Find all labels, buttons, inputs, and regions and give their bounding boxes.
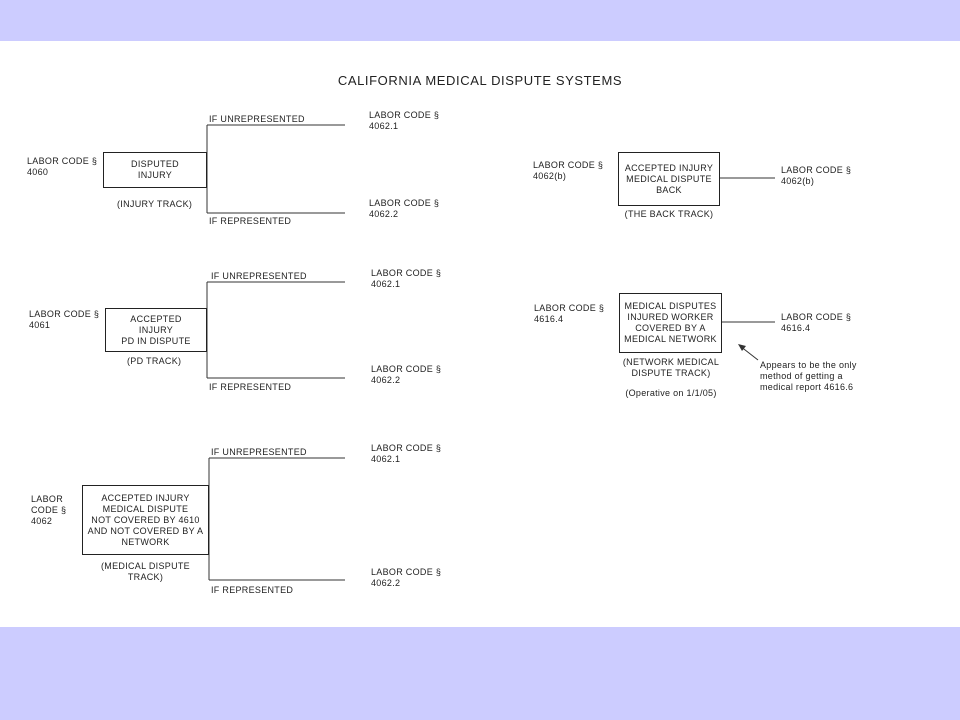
track2-upper-branch-label: IF UNREPRESENTED — [211, 271, 307, 281]
track1-upper-target-line2: 4062.1 — [369, 121, 399, 131]
track1-source-line2: 4060 — [27, 167, 49, 177]
track3-upper-target-line1: LABOR CODE § — [371, 443, 442, 453]
track2-caption: (PD TRACK) — [127, 356, 182, 366]
track2-source-line1: LABOR CODE § — [29, 309, 100, 319]
track2-lower-target: LABOR CODE § 4062.2 — [371, 364, 441, 386]
track3-upper-target: LABOR CODE § 4062.1 — [371, 443, 441, 465]
network-track-caption-line1: (NETWORK MEDICAL — [622, 357, 720, 367]
annotation-line1: Appears to be the only — [760, 360, 857, 370]
track2-box: ACCEPTED INJURY PD IN DISPUTE — [105, 308, 207, 352]
network-track-target-line1: LABOR CODE § — [781, 312, 852, 322]
back-track-target-line1: LABOR CODE § — [781, 165, 852, 175]
network-track-box-text: MEDICAL DISPUTES INJURED WORKER COVERED … — [624, 301, 717, 344]
track1-lower-target: LABOR CODE § 4062.2 — [369, 198, 439, 220]
track2-box-text: ACCEPTED INJURY PD IN DISPUTE — [121, 313, 191, 346]
network-track-caption-line2: DISPUTE TRACK) — [631, 368, 711, 378]
back-track-source-line2: 4062(b) — [533, 171, 567, 181]
track1-upper-target: LABOR CODE § 4062.1 — [369, 110, 439, 132]
track3-source-line3: 4062 — [31, 516, 53, 526]
track3-upper-branch-label: IF UNREPRESENTED — [211, 447, 307, 457]
back-track-source-label: LABOR CODE § 4062(b) — [533, 160, 603, 182]
track2-upper-target-line2: 4062.1 — [371, 279, 401, 289]
network-track-source-line1: LABOR CODE § — [534, 303, 605, 313]
track3-lower-target-line1: LABOR CODE § — [371, 567, 442, 577]
track3-caption-line2: TRACK) — [127, 572, 164, 582]
track1-source-line1: LABOR CODE § — [27, 156, 98, 166]
network-track-source-line2: 4616.4 — [534, 314, 564, 324]
track1-lower-target-line1: LABOR CODE § — [369, 198, 440, 208]
track2-upper-target: LABOR CODE § 4062.1 — [371, 268, 441, 290]
track3-box: ACCEPTED INJURY MEDICAL DISPUTE NOT COVE… — [82, 485, 209, 555]
track3-box-text: ACCEPTED INJURY MEDICAL DISPUTE NOT COVE… — [87, 492, 204, 547]
network-track-box: MEDICAL DISPUTES INJURED WORKER COVERED … — [619, 293, 722, 353]
track3-lower-branch-label: IF REPRESENTED — [211, 585, 294, 595]
track3-upper-target-line2: 4062.1 — [371, 454, 401, 464]
track2-source-label: LABOR CODE § 4061 — [29, 309, 99, 331]
track1-lower-branch-label: IF REPRESENTED — [209, 216, 292, 226]
network-track-source-label: LABOR CODE § 4616.4 — [534, 303, 604, 325]
track1-lower-target-line2: 4062.2 — [369, 209, 399, 219]
network-track-note: (Operative on 1/1/05) — [625, 388, 717, 398]
track1-upper-branch-label: IF UNREPRESENTED — [209, 114, 305, 124]
annotation-line3: medical report 4616.6 — [760, 382, 854, 392]
track2-source-line2: 4061 — [29, 320, 51, 330]
network-track-caption: (NETWORK MEDICAL DISPUTE TRACK) — [612, 357, 730, 379]
track3-lower-target: LABOR CODE § 4062.2 — [371, 567, 441, 589]
track1-source-label: LABOR CODE § 4060 — [27, 156, 97, 178]
network-track-target-line2: 4616.4 — [781, 323, 811, 333]
track1-box: DISPUTED INJURY — [103, 152, 207, 188]
back-track-target-line2: 4062(b) — [781, 176, 815, 186]
diagram-title: CALIFORNIA MEDICAL DISPUTE SYSTEMS — [337, 73, 623, 88]
track3-lower-target-line2: 4062.2 — [371, 578, 401, 588]
track1-upper-target-line1: LABOR CODE § — [369, 110, 440, 120]
track1-caption: (INJURY TRACK) — [117, 199, 193, 209]
track2-lower-target-line1: LABOR CODE § — [371, 364, 442, 374]
track2-lower-target-line2: 4062.2 — [371, 375, 401, 385]
track1-box-text: DISPUTED INJURY — [131, 159, 179, 180]
track3-caption-line1: (MEDICAL DISPUTE — [101, 561, 190, 571]
back-track-source-line1: LABOR CODE § — [533, 160, 604, 170]
track3-caption: (MEDICAL DISPUTE TRACK) — [82, 561, 209, 583]
track2-upper-target-line1: LABOR CODE § — [371, 268, 442, 278]
back-track-caption: (THE BACK TRACK) — [624, 209, 714, 219]
back-track-target: LABOR CODE § 4062(b) — [781, 165, 851, 187]
track2-lower-branch-label: IF REPRESENTED — [209, 382, 292, 392]
network-track-annotation: Appears to be the only method of getting… — [760, 360, 857, 393]
track3-source-line2: CODE § — [31, 505, 67, 515]
back-track-box-text: ACCEPTED INJURY MEDICAL DISPUTE BACK — [624, 162, 714, 195]
track3-source-line1: LABOR — [31, 494, 64, 504]
track3-source-label: LABOR CODE § 4062 — [31, 494, 66, 527]
back-track-box: ACCEPTED INJURY MEDICAL DISPUTE BACK — [618, 152, 720, 206]
annotation-line2: method of getting a — [760, 371, 843, 381]
network-track-target: LABOR CODE § 4616.4 — [781, 312, 851, 334]
